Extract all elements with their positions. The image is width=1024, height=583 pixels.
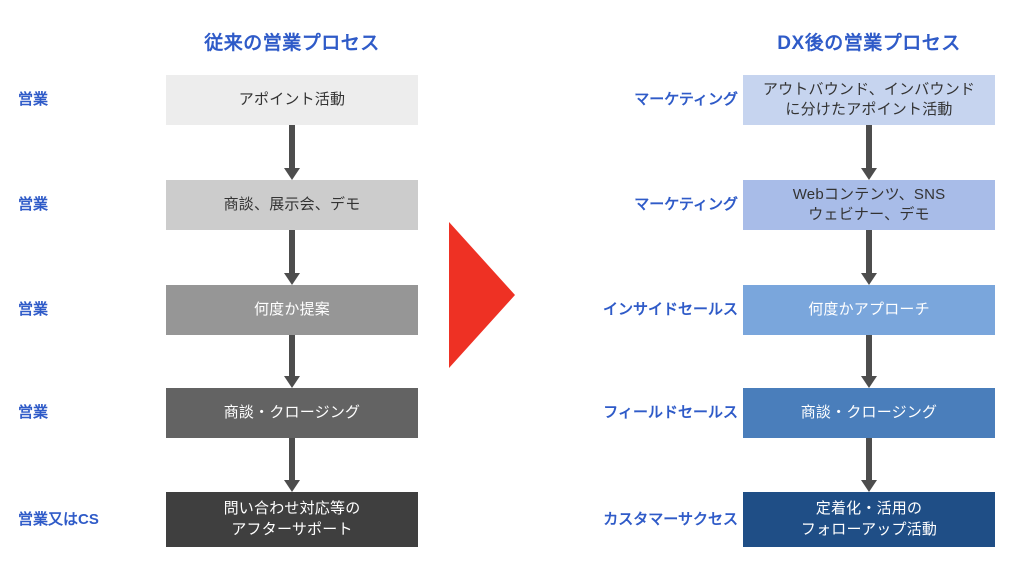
row-label-left-4: 営業 <box>18 404 49 421</box>
arrow-head <box>861 376 877 388</box>
process-step-left-4[interactable]: 商談・クロージング <box>166 388 418 438</box>
row-label-right-4: フィールドセールス <box>603 404 738 421</box>
arrow-head <box>861 168 877 180</box>
arrow-shaft <box>289 125 295 168</box>
arrow-head <box>861 273 877 285</box>
row-label-left-1: 営業 <box>18 91 49 108</box>
process-step-label: 商談、展示会、デモ <box>223 195 361 213</box>
process-step-left-1[interactable]: アポイント活動 <box>166 75 418 125</box>
process-step-right-3[interactable]: 何度かアプローチ <box>743 285 995 335</box>
left-column-title: 従来の営業プロセス <box>204 33 380 54</box>
flow-arrow-left-4 <box>284 438 300 492</box>
arrow-shaft <box>866 335 872 376</box>
arrow-head <box>284 168 300 180</box>
row-label-left-3: 営業 <box>18 301 49 318</box>
arrow-shaft <box>289 335 295 376</box>
row-label-right-2: マーケティング <box>634 196 738 213</box>
flow-arrow-left-2 <box>284 230 300 285</box>
red-right-arrow-icon <box>449 222 515 368</box>
process-step-label: アポイント活動 <box>238 90 346 108</box>
flow-arrow-right-1 <box>861 125 877 180</box>
process-step-right-1[interactable]: アウトバウンド、インバウンドに分けたアポイント活動 <box>743 75 995 125</box>
arrow-shaft <box>866 230 872 273</box>
process-step-left-3[interactable]: 何度か提案 <box>166 285 418 335</box>
process-step-left-2[interactable]: 商談、展示会、デモ <box>166 180 418 230</box>
flow-arrow-right-2 <box>861 230 877 285</box>
arrow-shaft <box>866 125 872 168</box>
arrow-head <box>861 480 877 492</box>
flow-arrow-left-3 <box>284 335 300 388</box>
process-step-label: 定着化・活用のフォローアップ活動 <box>800 500 938 538</box>
process-step-label: 何度かアプローチ <box>808 300 930 318</box>
row-label-right-5: カスタマーサクセス <box>603 510 738 528</box>
flow-arrow-right-3 <box>861 335 877 388</box>
process-step-label: 何度か提案 <box>253 300 330 318</box>
right-column-title: DX後の営業プロセス <box>777 33 961 54</box>
row-label-right-3: インサイドセールス <box>602 301 738 318</box>
process-step-right-4[interactable]: 商談・クロージング <box>743 388 995 438</box>
arrow-shaft <box>289 230 295 273</box>
process-step-label: 商談・クロージング <box>800 403 938 421</box>
process-step-right-5[interactable]: 定着化・活用のフォローアップ活動 <box>743 492 995 547</box>
flow-arrow-left-1 <box>284 125 300 180</box>
process-step-left-5[interactable]: 問い合わせ対応等のアフターサポート <box>166 492 418 547</box>
arrow-head <box>284 376 300 388</box>
arrow-shaft <box>866 438 872 480</box>
arrow-head <box>284 480 300 492</box>
row-label-right-1: マーケティング <box>634 91 738 108</box>
flow-arrow-right-4 <box>861 438 877 492</box>
arrow-shaft <box>289 438 295 480</box>
row-label-left-5: 営業又はCS <box>18 510 99 528</box>
row-label-left-2: 営業 <box>18 196 49 213</box>
process-step-label: 商談・クロージング <box>223 403 361 421</box>
process-step-label: 問い合わせ対応等のアフターサポート <box>223 500 361 538</box>
process-step-label: アウトバウンド、インバウンドに分けたアポイント活動 <box>762 80 976 118</box>
arrow-head <box>284 273 300 285</box>
